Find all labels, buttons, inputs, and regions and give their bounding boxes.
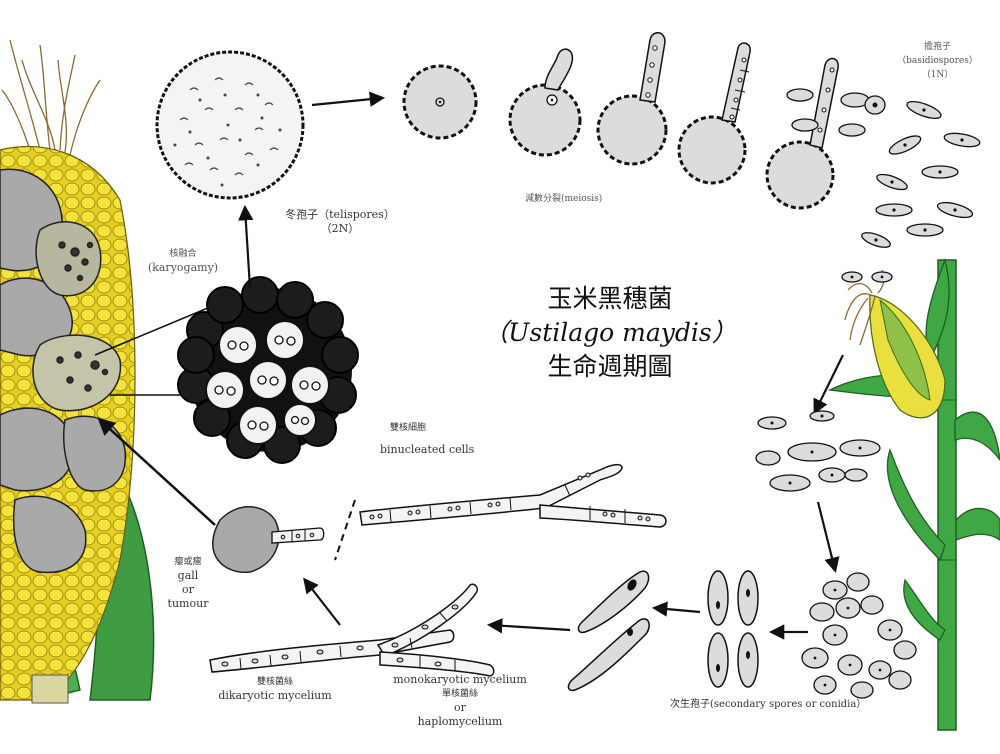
meiosis-stage-5 <box>765 57 886 210</box>
cob-galls <box>0 168 126 574</box>
basidiospore-nuclei <box>874 108 964 242</box>
dikaryotic-nuclei <box>369 472 651 522</box>
meiosis-label: 減數分裂(meiosis) <box>525 194 603 204</box>
arrow-to-mycelium <box>486 618 571 634</box>
basidiospores-label: 擔孢子 （basidiospores） （1N） <box>897 42 978 80</box>
secondary-spores-label: 次生孢子(secondary spores or conidia） <box>670 699 867 710</box>
binucleated-label-zh: 雙核細胞 <box>390 423 427 433</box>
arrow-to-gall <box>303 577 341 626</box>
mono-septa <box>239 612 456 671</box>
cob-base <box>31 674 69 704</box>
dashed-separator <box>334 499 356 561</box>
arrow-to-cob <box>97 417 216 526</box>
dikaryotic-label: 雙核菌絲 dikaryotic mycelium <box>218 677 332 702</box>
telispores-label: 冬孢子（telispores） （2N） <box>285 208 395 235</box>
meiosis-stage-4 <box>677 42 751 185</box>
elongated-spores <box>707 570 759 688</box>
title-line-3: 生命週期圖 <box>547 352 673 381</box>
gall <box>212 506 325 573</box>
binucleated-label-en: binucleated cells <box>380 443 475 456</box>
germinating-sporidia <box>567 570 650 692</box>
telispore-texture <box>179 77 279 176</box>
binucleated-cluster <box>177 276 359 464</box>
meiosis-stage-2 <box>508 48 582 157</box>
monokaryotic-label: monokaryotic mycelium 單核菌絲 or haplomycel… <box>393 673 527 728</box>
dikaryotic-mycelium <box>359 463 667 528</box>
spores-on-silk <box>841 271 893 283</box>
dikaryotic-septa <box>389 484 626 523</box>
meiosis-stage-3 <box>596 32 668 166</box>
arrow-to-meiosis <box>311 91 386 107</box>
arrow-to-conidia <box>816 501 840 573</box>
title-line-2: （Ustilago maydis） <box>483 318 737 347</box>
budding-cells <box>755 410 881 492</box>
arrow-to-germinating <box>651 601 701 617</box>
corn-cob <box>0 39 155 704</box>
gall-label: 瘿或瘤 gall or tumour <box>167 557 209 610</box>
corn-silk <box>1 39 101 156</box>
diagram-title: 玉米黑穗菌 （Ustilago maydis） 生命週期圖 <box>470 282 750 384</box>
meiosis-stage-1 <box>402 64 478 140</box>
secondary-spores <box>801 572 917 699</box>
basidiospores <box>861 101 981 248</box>
budding-nuclei <box>770 414 862 485</box>
title-line-1: 玉米黑穗菌 <box>547 284 673 313</box>
telispore <box>155 50 305 200</box>
corn-plant <box>827 257 1000 731</box>
telispore-dots <box>173 93 282 187</box>
karyogamy-label: 核融合 (karyogamy) <box>147 249 219 274</box>
meiosis-sequence <box>402 32 886 210</box>
mono-nuclei <box>221 604 459 667</box>
arrow-karyogamy <box>238 204 254 289</box>
arrow-to-budding <box>813 354 844 415</box>
